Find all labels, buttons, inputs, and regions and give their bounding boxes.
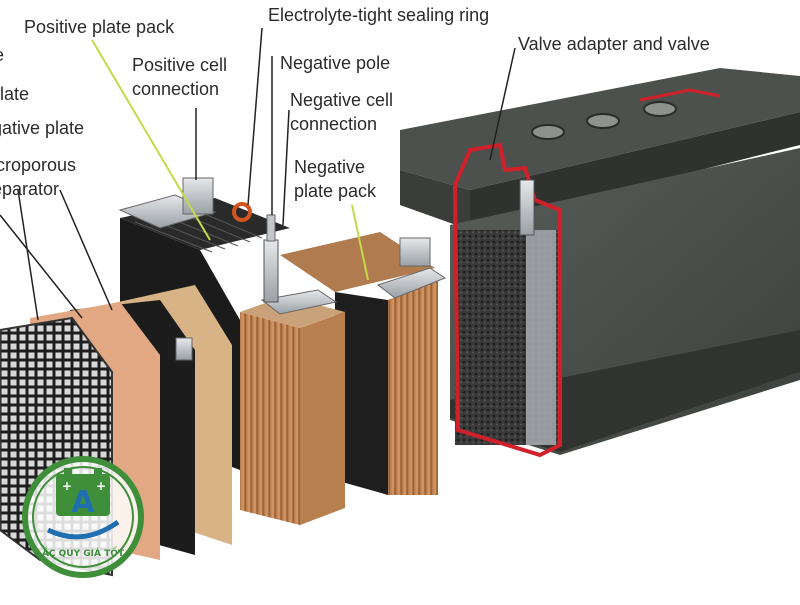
- watermark-logo: + + A ẮC QUY GIÁ TỐT: [22, 456, 144, 578]
- negative-plate-pack: [280, 232, 447, 495]
- logo-ring: [22, 456, 144, 578]
- leader-negative-plate-pack: [351, 204, 369, 281]
- center-pack-top: [240, 296, 345, 328]
- vent-cap: [531, 124, 565, 140]
- neg-lug: [399, 237, 431, 267]
- label-negative-cell-connection-line1: Negative cell: [290, 90, 394, 110]
- logo-text: ẮC QUY GIÁ TỐT: [42, 546, 125, 559]
- battery-terminal-right: [94, 468, 102, 475]
- label-positive-plate-pack-text: Positive plate pack: [24, 17, 175, 37]
- negative-pole-thread: [266, 214, 276, 242]
- center-connector: [260, 289, 338, 315]
- vent-cap: [643, 101, 677, 117]
- logo-mark: A: [71, 485, 95, 520]
- logo-ring-inner: [32, 466, 134, 568]
- leader-positive-plate-pack: [91, 39, 211, 241]
- label-sealing-ring: Electrolyte-tight sealing ring: [268, 3, 489, 27]
- label-cropped-negative-plate-text: gative plate: [0, 118, 85, 138]
- logo-plus-left: +: [62, 479, 72, 493]
- label-positive-plate-pack: Positive plate pack: [24, 15, 174, 39]
- neg-cell-connector: [376, 267, 447, 299]
- label-valve: Valve adapter and valve: [518, 32, 710, 56]
- vent-cap: [586, 113, 620, 129]
- label-valve-text: Valve adapter and valve: [518, 34, 710, 54]
- center-pack-side: [300, 312, 345, 525]
- cutaway-pole: [519, 179, 535, 236]
- negative-pole-post: [263, 239, 279, 303]
- label-cropped-separator: icroporous eparator: [0, 153, 76, 201]
- red-seal-top: [639, 88, 721, 102]
- label-cropped-separator-line1: icroporous: [0, 155, 77, 175]
- label-negative-pole-text: Negative pole: [280, 53, 391, 73]
- plate-lug-small: [175, 337, 193, 361]
- center-plate-pack: [240, 214, 345, 525]
- label-positive-cell-connection: Positive cell connection: [132, 53, 227, 101]
- neg-pack-side-dark: [335, 292, 388, 495]
- label-positive-cell-connection-line1: Positive cell: [132, 55, 228, 75]
- battery-casing: [400, 68, 800, 458]
- neg-pack-top: [280, 232, 435, 292]
- label-negative-cell-connection: Negative cell connection: [290, 88, 393, 136]
- leader-lines: [0, 27, 516, 321]
- leader-separator-b: [0, 214, 83, 319]
- label-positive-cell-connection-line2: connection: [132, 79, 220, 99]
- casing-lid-ledge: [470, 112, 800, 228]
- label-negative-cell-connection-line2: connection: [290, 114, 378, 134]
- label-cropped-plate: plate: [0, 82, 29, 106]
- pos-lug: [182, 177, 214, 215]
- label-cropped-plate-text: plate: [0, 84, 30, 104]
- leader-negative-cell-connection: [282, 109, 290, 226]
- sealing-ring: [232, 202, 252, 222]
- leader-sealing-ring: [247, 27, 263, 206]
- red-seal-outline: [452, 142, 562, 458]
- battery-terminal-left: [64, 468, 72, 475]
- battery-icon: [56, 474, 110, 516]
- logo-plus-right: +: [96, 479, 106, 493]
- label-negative-plate-pack-line1: Negative: [294, 157, 366, 177]
- cutaway-separator: [526, 230, 556, 445]
- label-negative-plate-pack: Negative plate pack: [294, 155, 376, 203]
- casing-lid-front: [400, 170, 470, 230]
- label-cropped-e-text: e: [0, 43, 4, 67]
- center-pack-front: [240, 312, 300, 525]
- casing-lid-top: [400, 68, 800, 190]
- label-negative-pole: Negative pole: [280, 51, 390, 75]
- neg-pack-front: [388, 278, 438, 495]
- label-cropped-separator-line2: eparator: [0, 179, 60, 199]
- label-negative-plate-pack-line2: plate pack: [294, 181, 377, 201]
- leader-plate: [17, 189, 39, 321]
- leader-valve: [489, 47, 516, 161]
- label-cropped-negative-plate: gative plate: [0, 116, 84, 140]
- label-sealing-ring-text: Electrolyte-tight sealing ring: [268, 5, 490, 25]
- label-cropped-e: e: [0, 43, 4, 67]
- leader-separator-a: [59, 189, 113, 311]
- logo-swoosh: [46, 519, 120, 540]
